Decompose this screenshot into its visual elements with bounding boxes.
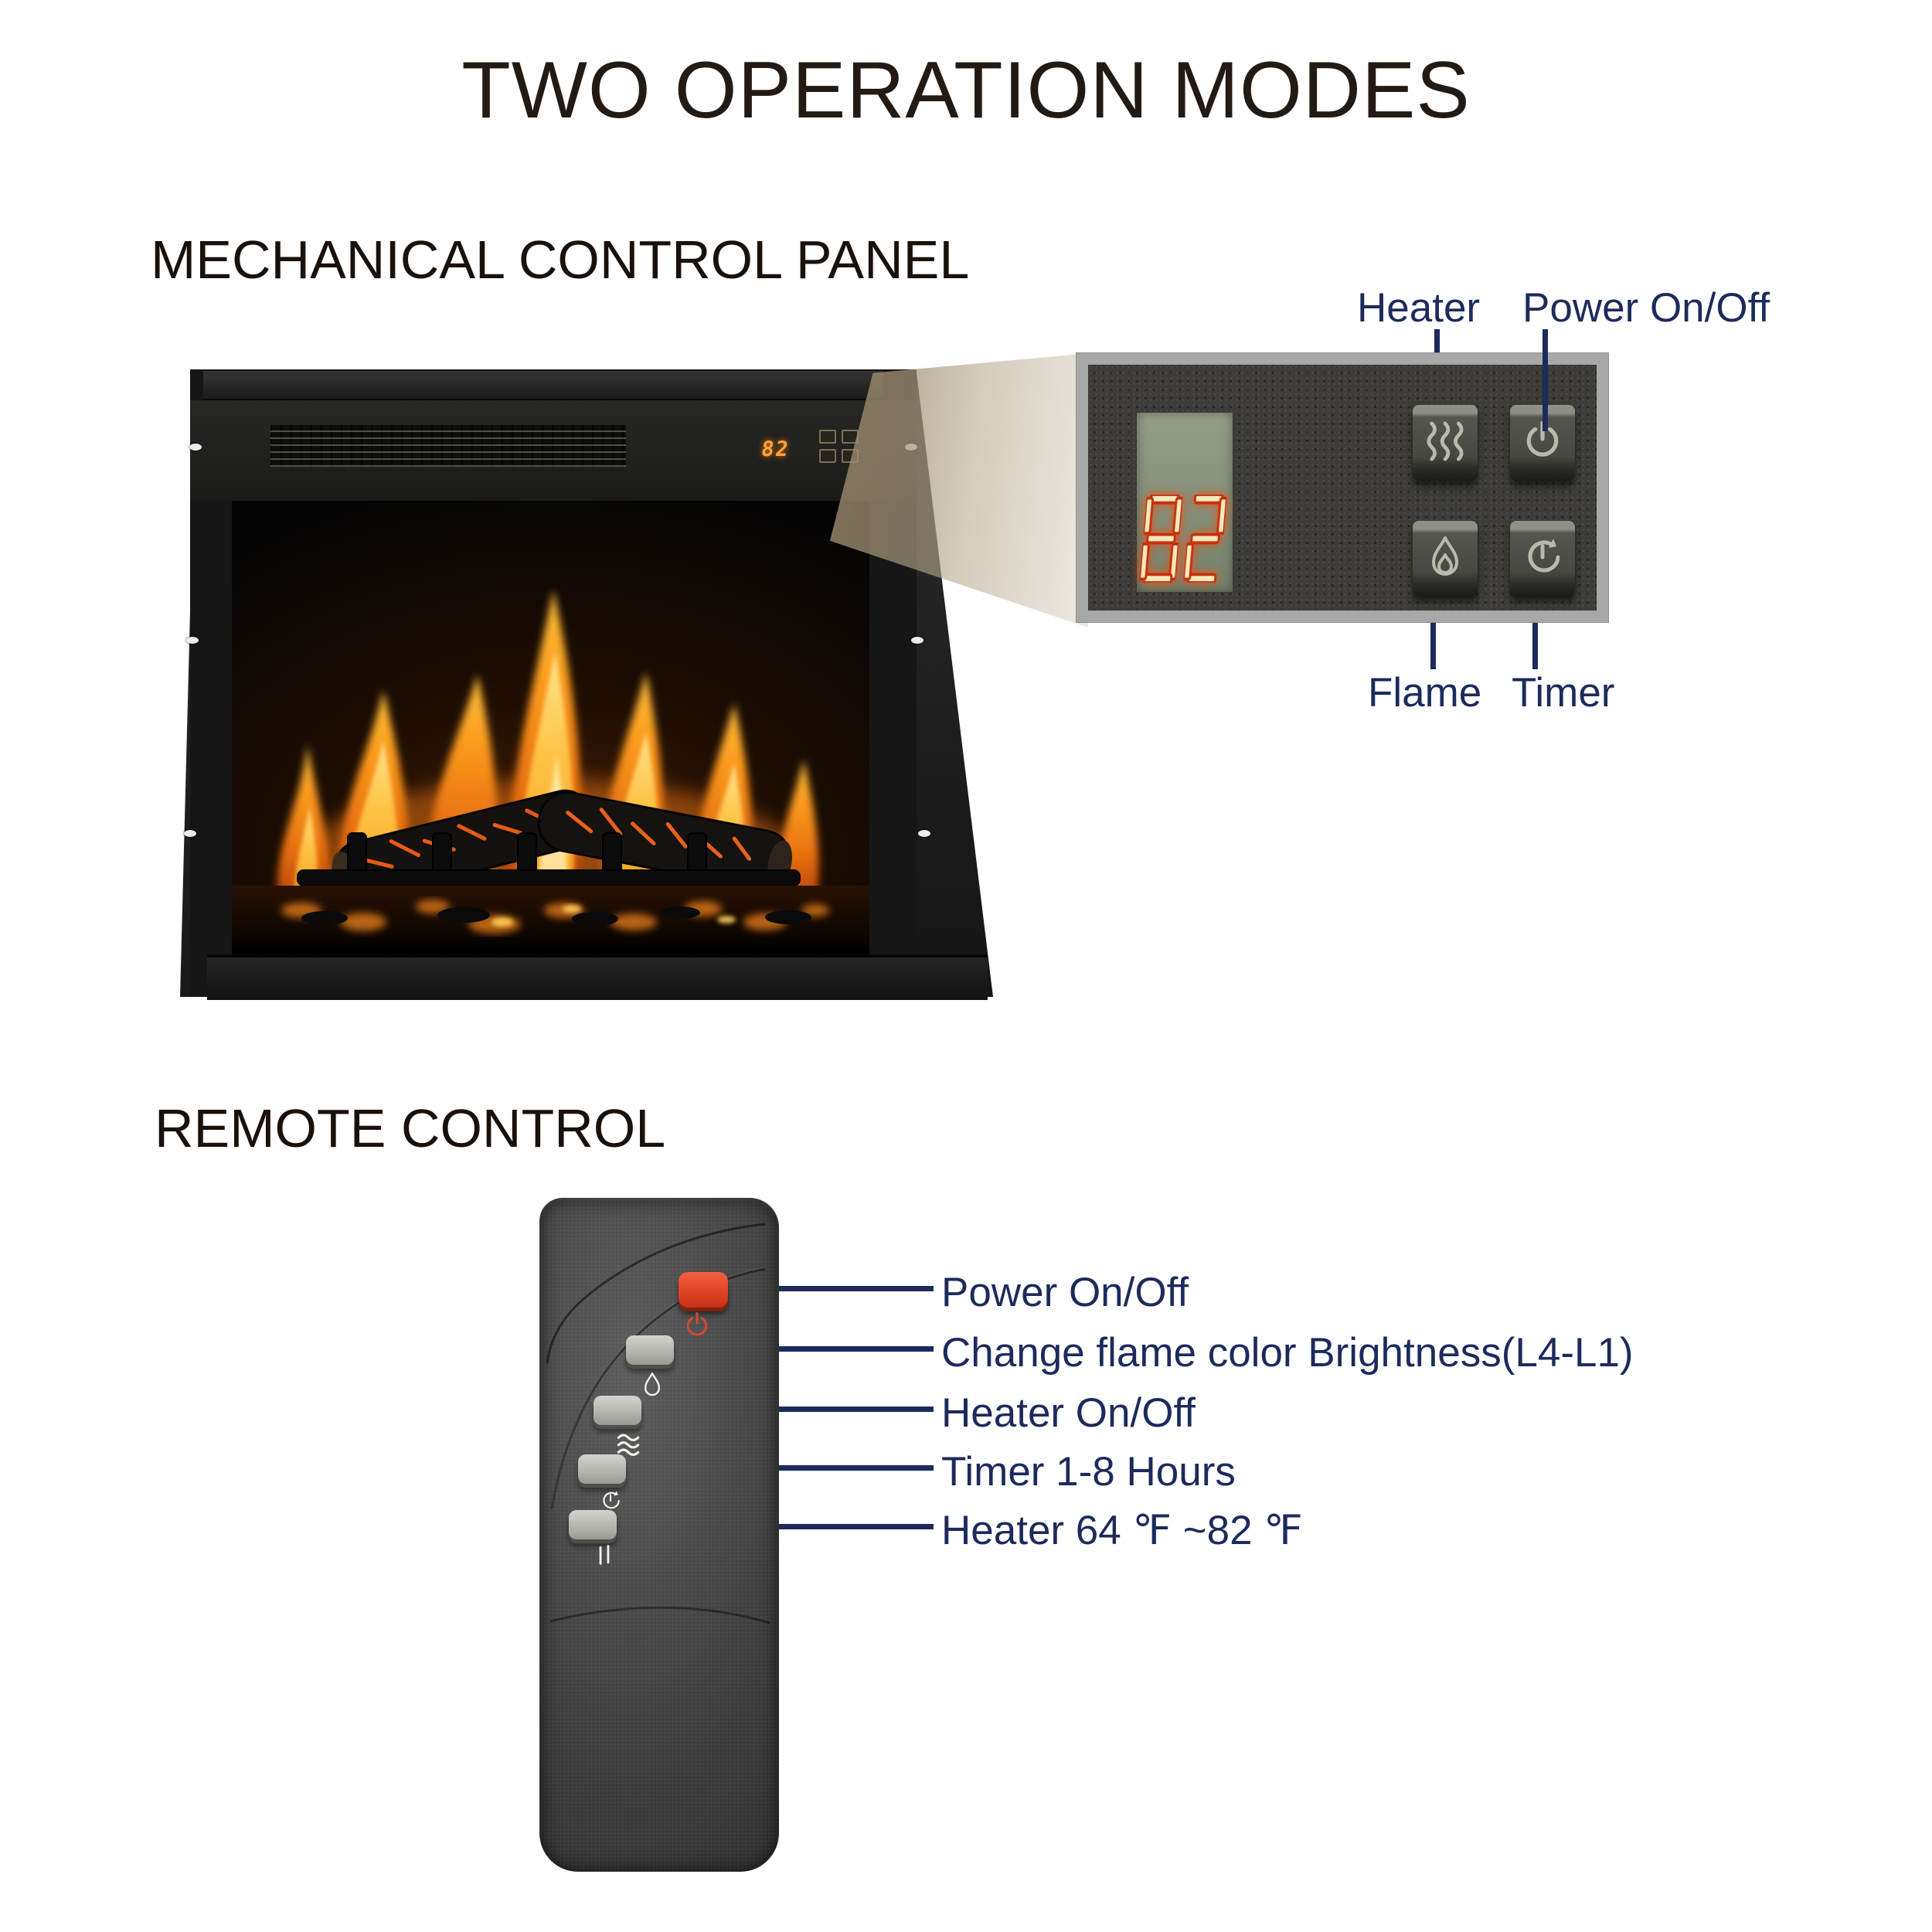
fireplace-control-buttons[interactable] [819, 430, 862, 464]
callout-line-remote-heater [645, 1406, 934, 1412]
screw [189, 444, 202, 451]
screw [186, 637, 199, 644]
remote-heater-button[interactable] [594, 1396, 641, 1425]
flame-icon [1428, 536, 1462, 582]
heat-waves-icon [615, 1433, 641, 1460]
control-panel-zoom [1076, 352, 1609, 623]
fireplace-glass-window [232, 501, 869, 957]
remote-temperature-label: Heater 64 ℉ ~82 ℉ [941, 1508, 1303, 1553]
callout-heater-label: Heater [1357, 285, 1481, 331]
heat-waves-icon [1426, 420, 1464, 467]
control-panel-surface [1088, 365, 1597, 611]
fireplace-temperature-display: 82 [760, 437, 791, 461]
heater-vent-grille [270, 425, 626, 467]
panel-timer-button[interactable] [1510, 521, 1575, 597]
remote-heater-label: Heater On/Off [941, 1390, 1196, 1436]
remote-section-heading: REMOTE CONTROL [155, 1098, 666, 1158]
flames-and-logs-illustration [232, 501, 869, 957]
fireplace-top-lid [203, 371, 883, 401]
panel-flame-button[interactable] [1413, 521, 1478, 597]
panel-heater-button[interactable] [1413, 405, 1478, 481]
seven-segment-value [1139, 495, 1227, 583]
callout-power-label: Power On/Off [1522, 285, 1770, 331]
remote-flame-color-button[interactable] [626, 1335, 674, 1365]
remote-power-button[interactable] [679, 1272, 728, 1308]
callout-line-power [1543, 329, 1548, 431]
callout-line-flame [1430, 623, 1436, 669]
remote-power-label: Power On/Off [941, 1270, 1189, 1315]
callout-line-timer [1532, 623, 1538, 669]
callout-flame-label: Flame [1368, 670, 1482, 716]
page-title: TWO OPERATION MODES [461, 46, 1471, 135]
fireplace-bottom-bar [207, 954, 988, 1000]
remote-timer-label: Timer 1-8 Hours [941, 1449, 1236, 1495]
remote-control-photo [539, 1198, 779, 1872]
up-down-arrows-icon [595, 1543, 614, 1571]
screw [184, 830, 196, 837]
callout-line-remote-timer [629, 1465, 934, 1471]
log-grate [297, 832, 801, 886]
remote-temperature-button[interactable] [569, 1510, 617, 1539]
screw [911, 637, 923, 644]
remote-flame-color-label: Change flame color Brightness(L4-L1) [941, 1330, 1634, 1376]
temperature-lcd-display [1137, 413, 1233, 592]
fireplace-heater-button[interactable] [819, 430, 836, 444]
remote-timer-button[interactable] [578, 1454, 626, 1484]
fireplace-flame-button[interactable] [819, 449, 836, 463]
callout-line-remote-flame-color [677, 1346, 934, 1352]
mechanical-section-heading: MECHANICAL CONTROL PANEL [151, 230, 970, 290]
screw [918, 830, 930, 837]
callout-timer-label: Timer [1512, 670, 1615, 716]
power-icon [685, 1312, 709, 1342]
timer-clock-icon [1524, 537, 1561, 581]
flame-icon [641, 1372, 663, 1401]
callout-line-remote-power [730, 1286, 934, 1291]
timer-clock-icon [600, 1490, 621, 1515]
